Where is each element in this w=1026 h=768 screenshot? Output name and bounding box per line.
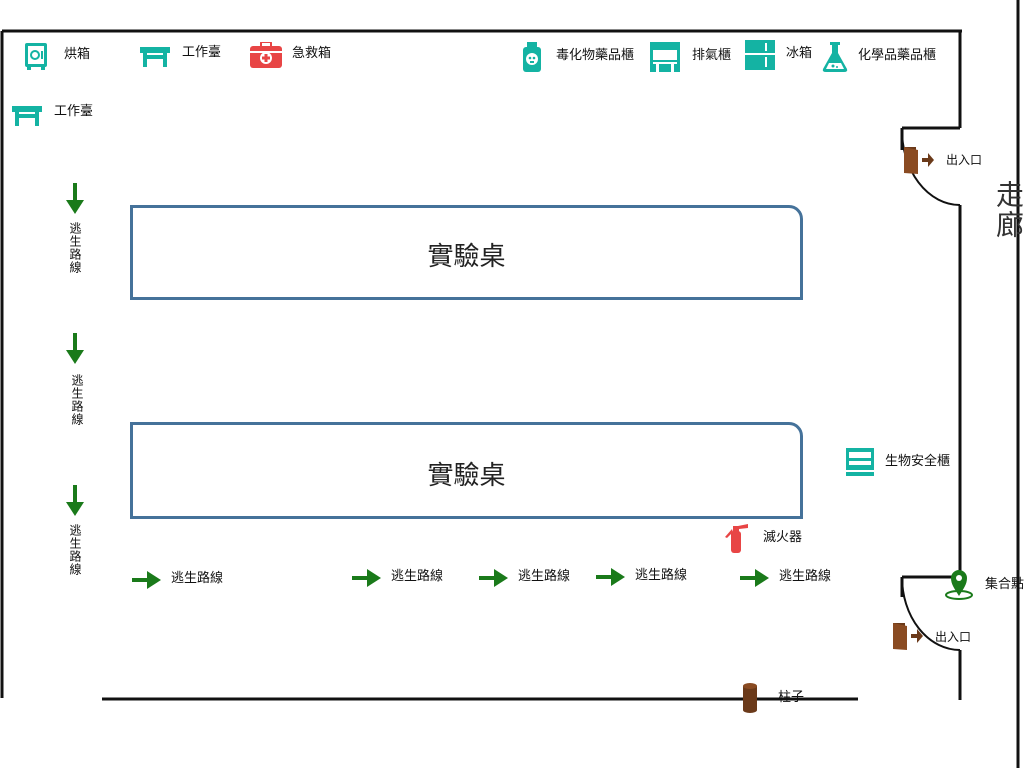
- escape-arrow-right-icon: [740, 569, 770, 587]
- toxic-cabinet-icon: [522, 42, 542, 72]
- legend-fume-hood-label: 排氣櫃: [692, 48, 732, 63]
- legend-first-aid-label: 急救箱: [292, 46, 332, 61]
- escape-route-vertical-label: 逃生路線: [68, 222, 82, 274]
- fire-extinguisher-label: 滅火器: [763, 530, 803, 545]
- escape-arrow-right-icon: [479, 569, 509, 587]
- legend-fridge-label: 冰箱: [786, 46, 813, 61]
- escape-route-horizontal-label: 逃生路線: [518, 569, 571, 584]
- bio-safety-cabinet-icon: [846, 448, 874, 476]
- first-aid-icon: [250, 42, 282, 68]
- lab-table-top-label: 實驗桌: [427, 242, 506, 272]
- pillar-label: 柱子: [778, 690, 805, 705]
- assembly-point-marker-icon: [944, 568, 974, 600]
- escape-route-horizontal-label: 逃生路線: [391, 569, 444, 584]
- pillar-icon: [741, 683, 759, 713]
- exit-top-label: 出入口: [946, 153, 983, 167]
- exit-door-icon: [893, 622, 923, 650]
- exit-bottom-label: 出入口: [935, 630, 972, 644]
- flask-icon: [822, 42, 848, 72]
- corridor-label: 走廊: [992, 180, 1025, 240]
- bio-safety-cabinet-label: 生物安全櫃: [885, 454, 951, 469]
- workbench-icon: [140, 45, 170, 67]
- exit-door-icon: [904, 146, 934, 174]
- escape-route-horizontal-label: 逃生路線: [635, 568, 688, 583]
- escape-arrow-right-icon: [132, 571, 162, 589]
- escape-arrow-right-icon: [596, 568, 626, 586]
- legend-chem-cabinet-label: 化學品藥品櫃: [858, 48, 937, 63]
- legend-workbench-label: 工作臺: [182, 45, 222, 60]
- escape-arrow-down-icon: [66, 485, 84, 517]
- legend-oven-label: 烘箱: [64, 47, 91, 62]
- escape-route-vertical-label: 逃生路線: [68, 524, 82, 576]
- escape-arrow-down-icon: [66, 333, 84, 365]
- fume-hood-icon: [650, 42, 680, 72]
- escape-arrow-right-icon: [352, 569, 382, 587]
- workbench-left-label: 工作臺: [54, 104, 94, 119]
- assembly-point-label: 集合點: [985, 577, 1025, 592]
- lab-table-bottom-label: 實驗桌: [427, 461, 506, 491]
- escape-arrow-down-icon: [66, 183, 84, 215]
- legend-toxic-cabinet-label: 毒化物藥品櫃: [556, 48, 635, 63]
- escape-route-horizontal-label: 逃生路線: [171, 571, 224, 586]
- lab-table-top: 實驗桌: [130, 205, 803, 300]
- workbench-left-icon: [12, 104, 42, 126]
- oven-icon: [24, 42, 48, 70]
- lab-table-bottom: 實驗桌: [130, 422, 803, 519]
- fire-extinguisher-icon: [724, 523, 750, 553]
- fridge-icon: [745, 40, 775, 70]
- escape-route-horizontal-label: 逃生路線: [779, 569, 832, 584]
- escape-route-vertical-label: 逃生路線: [70, 374, 84, 426]
